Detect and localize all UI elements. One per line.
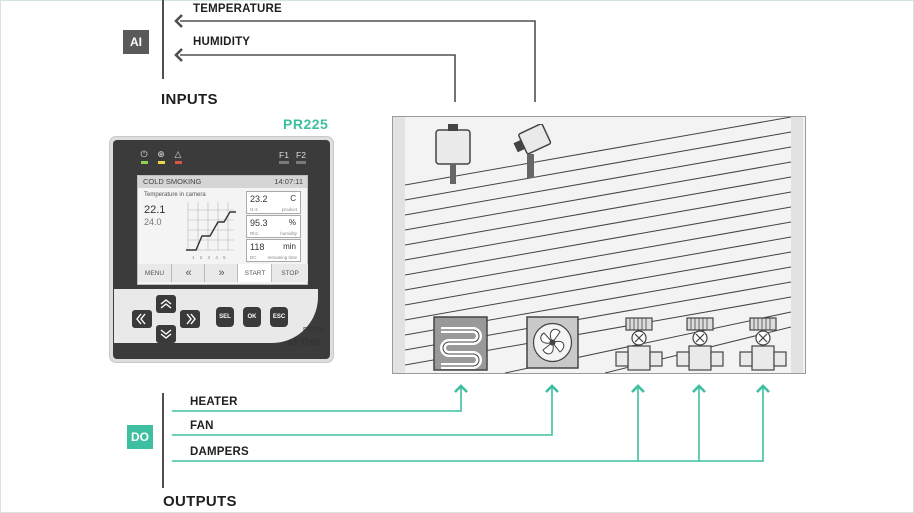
controller-model-label: PR225	[283, 116, 329, 132]
box-name: humidity	[280, 231, 297, 236]
signal-humidity: HUMIDITY	[193, 36, 251, 48]
damper-icon	[615, 317, 663, 371]
sel-key[interactable]: SEL	[216, 307, 234, 327]
screen-prev-button[interactable]: «	[171, 264, 205, 282]
output-led	[158, 161, 165, 164]
signal-dampers: DAMPERS	[190, 446, 249, 458]
box-key: DC	[250, 255, 257, 260]
output-icon: ⊕	[157, 149, 165, 159]
controller-screen: COLD SMOKING 14:07:11 Temperature in cam…	[137, 175, 308, 285]
brand-logo: akYtec	[288, 337, 321, 348]
screen-next-button[interactable]: »	[204, 264, 238, 282]
box-value: 118	[250, 242, 265, 252]
f2-led	[296, 161, 306, 164]
screen-title: COLD SMOKING	[143, 177, 202, 186]
screen-stop-button[interactable]: STOP	[271, 264, 308, 282]
box-unit: %	[288, 218, 296, 227]
left-key[interactable]	[132, 310, 152, 328]
heater-arrow-icon	[454, 384, 468, 393]
box-key: Rh1	[250, 231, 259, 236]
alarm-icon: △	[174, 149, 182, 159]
signal-temperature: TEMPERATURE	[193, 3, 282, 15]
right-key[interactable]	[180, 310, 200, 328]
do-tag: DO	[127, 425, 153, 449]
f1-label: F1	[279, 150, 289, 160]
damper-3-arrow-icon	[756, 384, 770, 393]
box-value: 23.2	[250, 194, 268, 204]
dampers-line	[172, 386, 764, 462]
chevron-up-icon	[160, 299, 172, 305]
value-box-remaining-time: 118 min DC remaining time	[246, 239, 301, 262]
value-box-humidity: 95.3 % Rh1 humidity	[246, 215, 301, 238]
heater-line	[172, 386, 462, 412]
ok-key[interactable]: OK	[243, 307, 261, 327]
power-icon: ⏻	[140, 149, 148, 159]
box-name: remaining time	[267, 255, 297, 260]
box-key: t1-2	[250, 207, 258, 212]
brand-model: PR225	[303, 327, 325, 334]
heater-icon	[433, 316, 488, 371]
chart-tick: 4	[215, 255, 218, 260]
damper-1-arrow-icon	[631, 384, 645, 393]
chart-tick: 5	[223, 255, 226, 260]
screen-subtitle: Temperature in camera	[144, 192, 206, 198]
screen-set-value: 24.0	[144, 217, 162, 227]
screen-menu-button[interactable]: MENU	[138, 264, 171, 282]
humidity-sensor-icon	[513, 124, 552, 178]
temperature-arrow-icon	[174, 14, 183, 28]
f1-led	[279, 161, 289, 164]
temperature-sensor-icon	[435, 124, 471, 184]
humidity-arrow-icon	[174, 48, 183, 62]
signal-heater: HEATER	[190, 396, 238, 408]
value-box-product: 23.2 C t1-2 product	[246, 191, 301, 214]
screen-main-value: 22.1	[144, 204, 166, 216]
box-unit: C	[290, 194, 296, 203]
box-value: 95.3	[250, 218, 268, 228]
temperature-line	[180, 20, 536, 102]
ai-tag: AI	[123, 30, 149, 54]
damper-2-arrow-icon	[692, 384, 706, 393]
screen-start-button[interactable]: START	[237, 264, 272, 282]
screen-clock: 14:07:11	[274, 177, 303, 186]
box-name: product	[281, 207, 297, 212]
controller-device: ⏻ ⊕ △ F1 F2 COLD SMOKING 14:07:11 Temper…	[110, 137, 333, 362]
screen-header: COLD SMOKING 14:07:11	[138, 176, 307, 188]
chart-tick: 3	[207, 255, 211, 260]
chamber-right-post	[791, 117, 803, 373]
fan-line	[172, 386, 553, 436]
direction-keys	[132, 295, 200, 343]
power-led	[141, 161, 148, 164]
chamber-left-post	[393, 117, 405, 373]
humidity-line	[180, 54, 456, 102]
inputs-heading: INPUTS	[161, 91, 218, 108]
chevron-down-icon	[160, 329, 172, 335]
damper-icon	[676, 317, 724, 371]
screen-chart-ticks: 1 2 3 4 5	[192, 255, 226, 260]
chart-tick: 2	[199, 255, 203, 260]
signal-fan: FAN	[190, 420, 214, 432]
f2-label: F2	[296, 150, 306, 160]
damper-icon	[739, 317, 787, 371]
chevron-right-icon	[186, 313, 192, 325]
screen-mini-chart	[186, 202, 236, 251]
fan-arrow-icon	[545, 384, 559, 393]
box-unit: min	[283, 242, 296, 251]
chart-tick: 1	[192, 255, 195, 260]
chevron-left-icon	[136, 313, 142, 325]
esc-key[interactable]: ESC	[270, 307, 288, 327]
outputs-heading: OUTPUTS	[163, 493, 237, 510]
alarm-led	[175, 161, 182, 164]
fan-icon	[526, 316, 579, 369]
